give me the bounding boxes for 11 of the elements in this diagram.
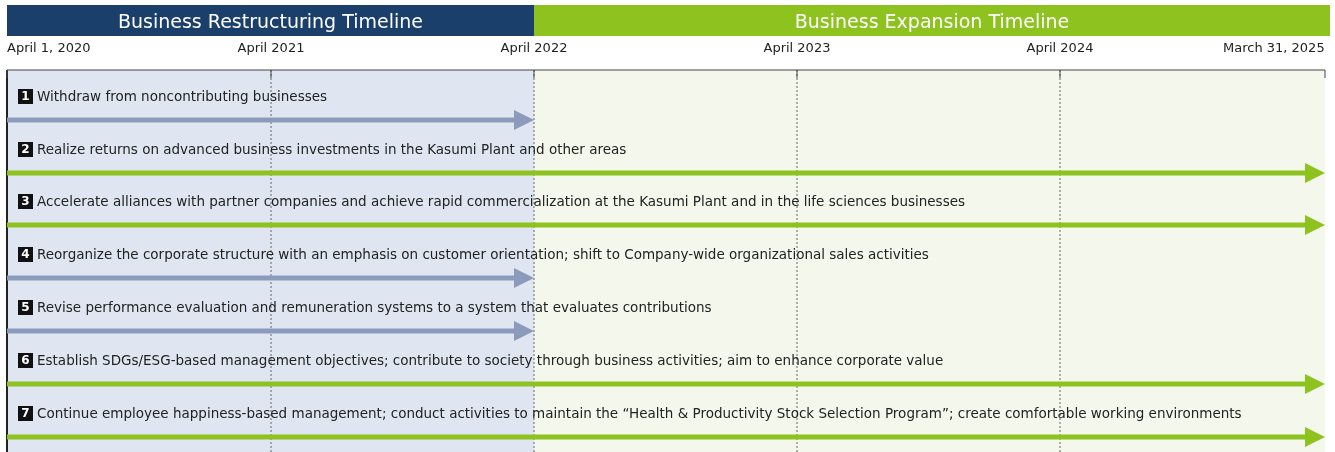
initiative-text: Establish SDGs/ESG-based management objectives; contribute to society through business activities; aim to enhance corporate value [37, 352, 944, 368]
initiative-text: Realize returns on advanced business investments in the Kasumi Plant and other areas [37, 141, 627, 157]
initiative-text: Reorganize the corporate structure with an emphasis on customer orientation; shift to Company-wide organizational sales activities [37, 246, 929, 262]
initiative-text: Withdraw from noncontributing businesses [37, 88, 328, 104]
period-header: Business Restructuring Timeline [7, 5, 534, 36]
initiative-text: Accelerate alliances with partner companies and achieve rapid commercialization at the Kasumi Plant and in the life sciences businesses [37, 193, 965, 209]
initiative-text: Revise performance evaluation and remuneration systems to a system that evaluates contributions [37, 299, 712, 315]
period-header: Business Expansion Timeline [534, 5, 1330, 36]
initiative-text: Continue employee happiness-based management; conduct activities to maintain the “Health & Productivity Stock Selection Program”; create comfortable working environments [37, 405, 1242, 421]
date-label: April 1, 2020 [7, 40, 91, 55]
date-label: April 2022 [500, 40, 568, 55]
